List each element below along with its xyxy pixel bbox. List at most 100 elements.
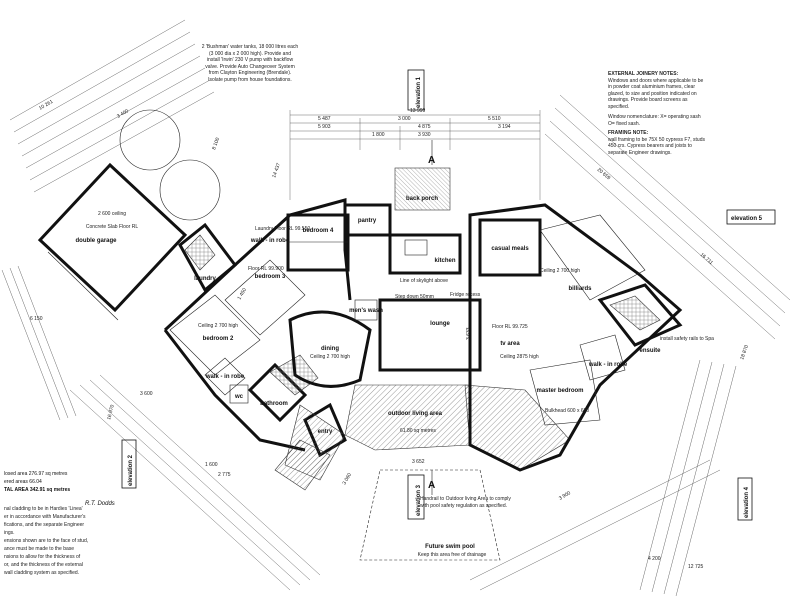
room-label-dining: dining [321,346,339,352]
walk-in-robe-right-outline [579,334,626,381]
section-marker-a-top: A [428,155,435,166]
dim-misc-b: 2 775 [218,472,231,478]
dim-bottom-b: 12 725 [688,564,704,570]
bedroom-3-floor-note: Floor RL 99.900 [248,266,284,272]
spa-safety-note: install safety rails to Spa [660,336,714,342]
room-label-double-garage: double garage [75,238,117,244]
room-label-back-porch: back porch [406,196,438,202]
room-label-mens-wash: men's wash [349,308,383,314]
joinery-line: specified. [608,103,630,110]
elevation-1-label: elevation 1 [416,76,422,108]
dim-bottom-e: 4 200 [648,556,661,562]
kitchen-walls [388,233,462,275]
dim-right-c: 18 870 [739,344,750,361]
cladding-notes: nal cladding to be in Hardies 'Linea' er… [4,505,99,577]
wc-outline [229,384,249,404]
top-dimension-strings [289,110,541,200]
nomenclature-line: Window nomenclature: X= operating sash [608,114,701,120]
bedroom-4-walls [286,213,350,272]
laundry-floor-note: Laundry Floor RL 99.550 [255,226,310,232]
area-line: losed area 276.97 sq metres [4,471,68,477]
laundry-floor [184,234,216,271]
dim-top-f: 3 930 [418,132,431,138]
cladding-note-line: er in accordance with Manufacturer's [4,514,86,520]
garage-ceiling-note: 2 600 ceiling [98,211,126,217]
area-line: ered areas 66.04 [4,479,42,485]
double-garage [37,162,188,321]
west-wing-south-wall [163,329,306,452]
room-label-tv-area: tv area [500,341,520,347]
tank-note-line: (3 000 dia x 2 000 high). Provide and [209,50,291,57]
room-label-walk-in-robe-left: walk - in robe [205,374,245,380]
tank-note-line: valve. Provide Auto Changeover System [205,63,295,70]
bulkhead-note: Bulkhead 600 x 600 [545,408,589,414]
elevation-2-label: elevation 2 [128,454,134,486]
water-tank-note: 2 'Bushman' water tanks, 18 000 litres e… [200,44,300,83]
dim-left-b: 8 100 [211,137,221,151]
dim-top-g: 4 875 [418,124,431,130]
elevation-3-marker: elevation 3 [407,474,425,520]
cladding-note-line: ensions shown are to the face of stud, [4,538,89,544]
cladding-note-line: ings. [4,530,15,536]
room-label-casual-meals: casual meals [491,246,529,252]
room-label-outdoor-living-area: outdoor living area [388,411,443,417]
casual-meals-walls [478,218,542,277]
room-label-pantry: pantry [358,218,377,224]
joinery-line: glazed, to size and position indicated o… [608,90,697,97]
dim-bottom-d: 6 150 [30,316,43,322]
elevation-1-marker: elevation 1 [407,69,425,111]
right-dimension-strings [469,94,791,597]
bedroom-3-outline [224,259,306,336]
cladding-note-line: nal cladding to be in Hardies 'Linea' [4,506,83,512]
back-porch-hatch [394,167,451,211]
billiards-outline [539,214,646,301]
step-down-note-1: Step down 50mm [395,294,434,300]
elevation-2-marker: elevation 2 [121,439,137,489]
tank-note-line: Isolate pump from house foundations. [208,76,292,83]
cladding-note-line: nsions to allow for the thickness of [4,554,81,560]
dim-bottom-f: 3 900 [558,490,572,502]
room-label-bathroom: bathroom [260,401,288,407]
dim-top-c: 5 510 [488,116,501,122]
ensuite-walls [597,283,683,347]
room-label-walk-in-robe-right: walk - in robe [588,362,628,368]
framing-title: FRAMING NOTE: [608,130,649,136]
room-label-pool: Future swim pool [425,544,475,550]
room-label-lounge: lounge [430,321,450,327]
dim-misc-a: 1 600 [205,462,218,468]
room-label-master-bedroom: master bedroom [536,388,583,394]
room-label-walk-in-robe-top: walk - in robe [250,238,290,244]
dim-bottom-c: 16 970 [106,404,116,421]
dim-misc-f: 1 450 [237,287,249,301]
ensuite-tile [609,295,661,331]
dining-ceiling-note: Ceiling 2 700 high [310,354,350,360]
handwritten-initials: R.T. Dodds [85,501,115,507]
joinery-line: in powder coat aluminium frames, clear [608,84,695,90]
room-label-ensuite: ensuite [639,348,661,354]
cladding-note-line: wall cladding system as specified. [4,570,80,576]
mens-wash-outline [354,299,378,321]
room-label-bedroom-3: bedroom 3 [255,274,286,280]
kitchen-bench [404,239,428,256]
section-marker-a-bottom: A [428,480,435,491]
framing-line: separate Engineer drawings. [608,149,672,156]
joinery-line: drawings. Provide board screens as [608,97,688,103]
joinery-title: EXTERNAL JOINERY NOTES: [608,71,679,77]
framing-line: wall framing to be 75X 50 cypress F7, st… [608,136,705,143]
left-dimension-strings [1,19,321,591]
room-label-bedroom-2: bedroom 2 [203,336,234,342]
tv-floor-note: Floor RL 99.725 [492,324,528,330]
tank-note-line: install 'Irwin' 230 V pump with backflow [206,57,294,63]
dim-top-e: 1 800 [372,132,385,138]
tv-ceiling-note: Ceiling 2875 high [500,354,539,360]
nomenclature-line: O= fixed sash. [608,120,641,127]
bedroom-2-ceiling-note: Ceiling 2 700 high [198,323,238,329]
future-pool-outline [359,469,501,561]
dim-top-a: 5 487 [318,116,331,122]
room-label-billiards: billiards [568,286,592,292]
pool-note: Keep this area free of drainage [418,552,487,558]
tank-note-line: 2 'Bushman' water tanks, 18 000 litres e… [201,44,299,50]
fridge-note: Fridge recess [450,292,481,298]
master-bedroom-outline [529,359,601,426]
